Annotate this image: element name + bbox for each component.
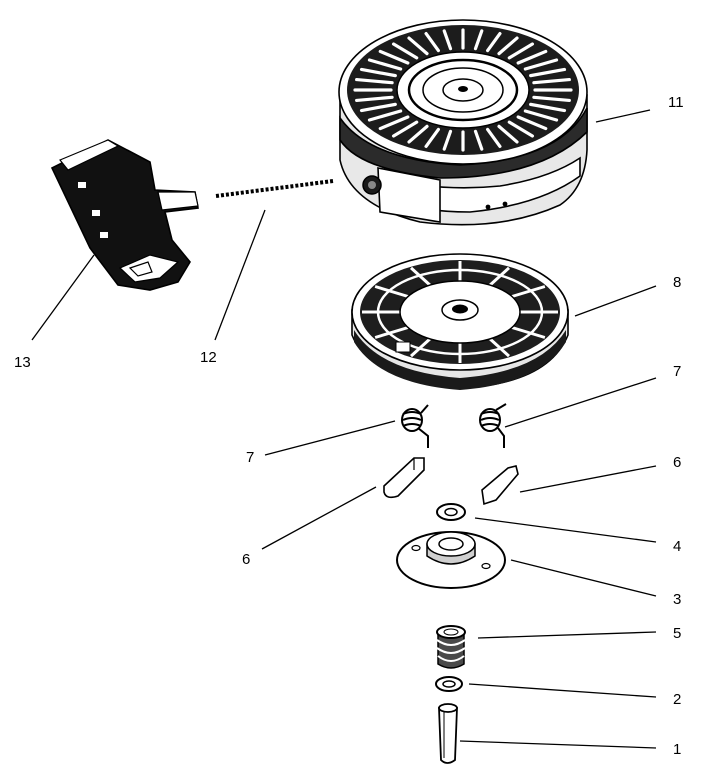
vent-slot [516,115,548,131]
vent-slot [359,67,397,78]
vent-slot [355,95,394,103]
pulley-ring [376,268,544,356]
callout-7-right: 7 [673,363,681,380]
part-6-pawl-right [481,465,519,506]
part-8-rope-pulley [351,253,569,390]
part-4-washer [436,503,466,521]
vent-slot [355,77,394,85]
callout-2: 2 [673,691,681,708]
vent-slot [407,36,429,56]
vent-slot [378,115,410,131]
vent-slot [391,42,419,60]
pulley-spoke [374,326,409,339]
pulley-spoke [488,266,511,287]
part-1-center-pin [438,703,458,764]
vent-slot [532,95,571,103]
callout-7-left: 7 [246,449,254,466]
vent-slot [516,49,548,65]
vent-slot [378,49,410,65]
pulley-spoke [409,337,432,358]
callout-1: 1 [673,741,681,758]
vent-slot [424,127,440,148]
callout-11: 11 [668,94,684,111]
part-5-compression-spring [436,625,466,669]
vent-slot [497,36,519,56]
leader-lines [31,109,657,749]
vent-slot [529,102,567,113]
vent-slot [507,42,535,60]
part-11-recoil-housing [338,19,588,226]
callout-12: 12 [200,349,217,366]
vent-slot [523,58,559,71]
vent-slot [532,77,571,85]
pulley-spoke [374,285,409,298]
part-7-spring-left [401,404,429,448]
part-13-starter-handle [50,139,199,291]
vent-slot [486,32,502,53]
callout-5: 5 [673,625,681,642]
vent-slot [507,120,535,138]
vent-slot [473,29,484,51]
pulley-spoke [409,266,432,287]
vent-slot [523,109,559,122]
part-3-retainer-plate [396,531,506,589]
vent-slot [367,58,403,71]
vent-slot [359,102,397,113]
pulley-spokes [362,261,558,363]
pulley-spoke [511,285,546,298]
callout-labels: 11 8 7 7 6 6 4 3 5 2 1 12 13 [14,94,684,758]
callout-6-left: 6 [242,551,250,568]
pulley-spoke [488,337,511,358]
housing-vent-slots [353,28,573,152]
part-7-spring-right [479,403,507,448]
vent-slot [367,109,403,122]
callout-3: 3 [673,591,681,608]
vent-slot [442,29,453,51]
callout-4: 4 [673,538,681,555]
part-12-starter-rope [215,179,334,198]
part-6-pawl-left [383,457,425,499]
vent-slot [497,124,519,144]
vent-slot [391,120,419,138]
callout-8: 8 [673,274,681,291]
vent-slot [473,129,484,151]
vent-slot [442,129,453,151]
vent-slot [407,124,429,144]
part-2-washer [435,676,463,692]
pulley-spoke [511,326,546,339]
callout-6-right: 6 [673,454,681,471]
vent-slot [529,67,567,78]
vent-slot [424,32,440,53]
callout-13: 13 [14,354,31,371]
vent-slot [486,127,502,148]
